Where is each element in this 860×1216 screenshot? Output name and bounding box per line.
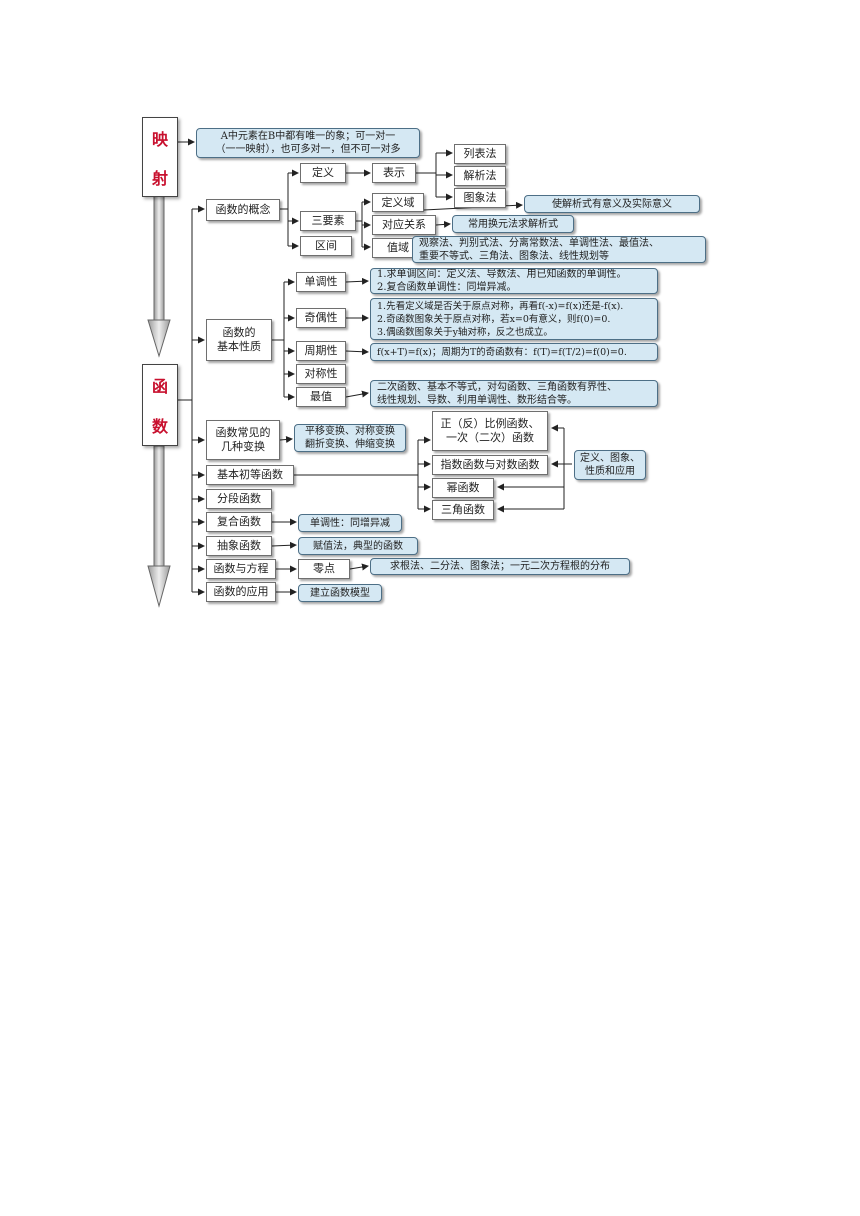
parity-note-line1: 1.先看定义域是否关于原点对称，再看f(-x)=f(x)还是-f(x). xyxy=(377,300,624,312)
extremum-box: 最值 xyxy=(296,387,346,407)
range-note-line2: 重要不等式、三角法、图象法、线性规划等 xyxy=(419,250,609,262)
abstract-box: 抽象函数 xyxy=(206,536,272,556)
extremum-note-line1: 二次函数、基本不等式，对勾函数、三角函数有界性、 xyxy=(377,381,617,393)
elementary-side-note-line1: 定义、图象、 xyxy=(580,453,640,464)
monotonicity-note-line2: 2.复合函数单调性：同增异减。 xyxy=(377,282,517,293)
function-char-1: 函 xyxy=(151,377,168,396)
function-label-box: 函 数 xyxy=(142,364,178,446)
exp-log-box: 指数函数与对数函数 xyxy=(432,455,548,475)
linear-quadratic-line1: 正（反）比例函数、 xyxy=(440,417,540,430)
composite-note: 单调性：同增异减 xyxy=(298,514,402,532)
transform-note-line2: 翻折变换、伸缩变换 xyxy=(305,439,395,450)
representation-box: 表示 xyxy=(372,163,416,183)
composite-box: 复合函数 xyxy=(206,512,272,532)
periodicity-note: f(x+T)=f(x)；周期为T的奇函数有：f(T)=f(T/2)=f(0)=0… xyxy=(370,343,658,361)
mapping-note-line1: A中元素在B中都有唯一的象；可一对一 xyxy=(220,131,396,142)
properties-title-line2: 基本性质 xyxy=(217,340,261,353)
domain-box: 定义域 xyxy=(372,193,424,212)
mapping-char-1: 映 xyxy=(151,129,168,149)
method-list-box: 列表法 xyxy=(454,144,506,164)
transform-note: 平移变换、对称变换 翻折变换、伸缩变换 xyxy=(294,424,406,452)
equation-note: 求根法、二分法、图象法；一元二次方程根的分布 xyxy=(370,558,630,575)
correspondence-box: 对应关系 xyxy=(372,215,436,235)
properties-box: 函数的 基本性质 xyxy=(206,319,272,361)
linear-quadratic-line2: 一次（二次）函数 xyxy=(446,431,534,444)
correspondence-note: 常用换元法求解析式 xyxy=(452,215,574,233)
elementary-side-note-line2: 性质和应用 xyxy=(585,466,635,477)
transform-title-line1: 函数常见的 xyxy=(215,426,271,439)
parity-note: 1.先看定义域是否关于原点对称，再看f(-x)=f(x)还是-f(x). 2.奇… xyxy=(370,298,658,340)
range-box: 值域 xyxy=(372,238,424,258)
abstract-note: 赋值法，典型的函数 xyxy=(298,537,418,555)
range-note: 观察法、判别式法、分离常数法、单调性法、最值法、 重要不等式、三角法、图象法、线… xyxy=(412,236,706,263)
equation-box: 函数与方程 xyxy=(206,559,276,579)
extremum-note-line2: 线性规划、导数、利用单调性、数形结合等。 xyxy=(377,394,577,406)
mapping-note: A中元素在B中都有唯一的象；可一对一 （一一映射），也可多对一，但不可一对多 xyxy=(196,128,420,158)
transform-title-line2: 几种变换 xyxy=(221,440,265,453)
zero-point-box: 零点 xyxy=(298,559,350,579)
trig-function-box: 三角函数 xyxy=(432,500,494,520)
symmetry-box: 对称性 xyxy=(296,364,346,384)
extremum-note: 二次函数、基本不等式，对勾函数、三角函数有界性、 线性规划、导数、利用单调性、数… xyxy=(370,380,658,407)
flow-arrow-lower xyxy=(147,445,171,608)
function-char-2: 数 xyxy=(151,417,168,436)
linear-quadratic-box: 正（反）比例函数、 一次（二次）函数 xyxy=(432,411,548,451)
definition-box: 定义 xyxy=(300,163,346,183)
parity-box: 奇偶性 xyxy=(296,308,346,328)
flow-arrow-upper xyxy=(147,195,171,358)
domain-note: 使解析式有意义及实际意义 xyxy=(524,195,700,213)
method-analytic-box: 解析法 xyxy=(454,166,506,186)
properties-title-line1: 函数的 xyxy=(222,326,256,339)
elementary-box: 基本初等函数 xyxy=(206,465,294,485)
application-box: 函数的应用 xyxy=(206,582,276,602)
three-elements-box: 三要素 xyxy=(300,211,356,231)
application-note: 建立函数模型 xyxy=(298,584,382,602)
mapping-note-line2: （一一映射），也可多对一，但不可一对多 xyxy=(215,144,401,155)
elementary-side-note: 定义、图象、 性质和应用 xyxy=(574,450,646,480)
parity-note-line3: 3.偶函数图象关于y轴对称，反之也成立。 xyxy=(377,326,553,338)
transform-box: 函数常见的 几种变换 xyxy=(206,420,280,460)
interval-box: 区间 xyxy=(300,236,352,256)
mapping-label-box: 映 射 xyxy=(142,117,178,197)
method-graph-box: 图象法 xyxy=(454,188,506,208)
concept-box: 函数的概念 xyxy=(206,199,280,221)
periodicity-box: 周期性 xyxy=(296,341,346,361)
monotonicity-note-line1: 1.求单调区间：定义法、导数法、用已知函数的单调性。 xyxy=(377,269,627,280)
piecewise-box: 分段函数 xyxy=(206,489,272,509)
power-function-box: 幂函数 xyxy=(432,478,494,498)
parity-note-line2: 2.奇函数图象关于原点对称，若x=0有意义，则f(0)=0. xyxy=(377,313,611,325)
transform-note-line1: 平移变换、对称变换 xyxy=(305,426,395,437)
monotonicity-note: 1.求单调区间：定义法、导数法、用已知函数的单调性。 2.复合函数单调性：同增异… xyxy=(370,268,658,294)
range-note-line1: 观察法、判别式法、分离常数法、单调性法、最值法、 xyxy=(419,237,659,249)
monotonicity-box: 单调性 xyxy=(296,272,346,292)
mapping-char-2: 射 xyxy=(151,168,168,188)
